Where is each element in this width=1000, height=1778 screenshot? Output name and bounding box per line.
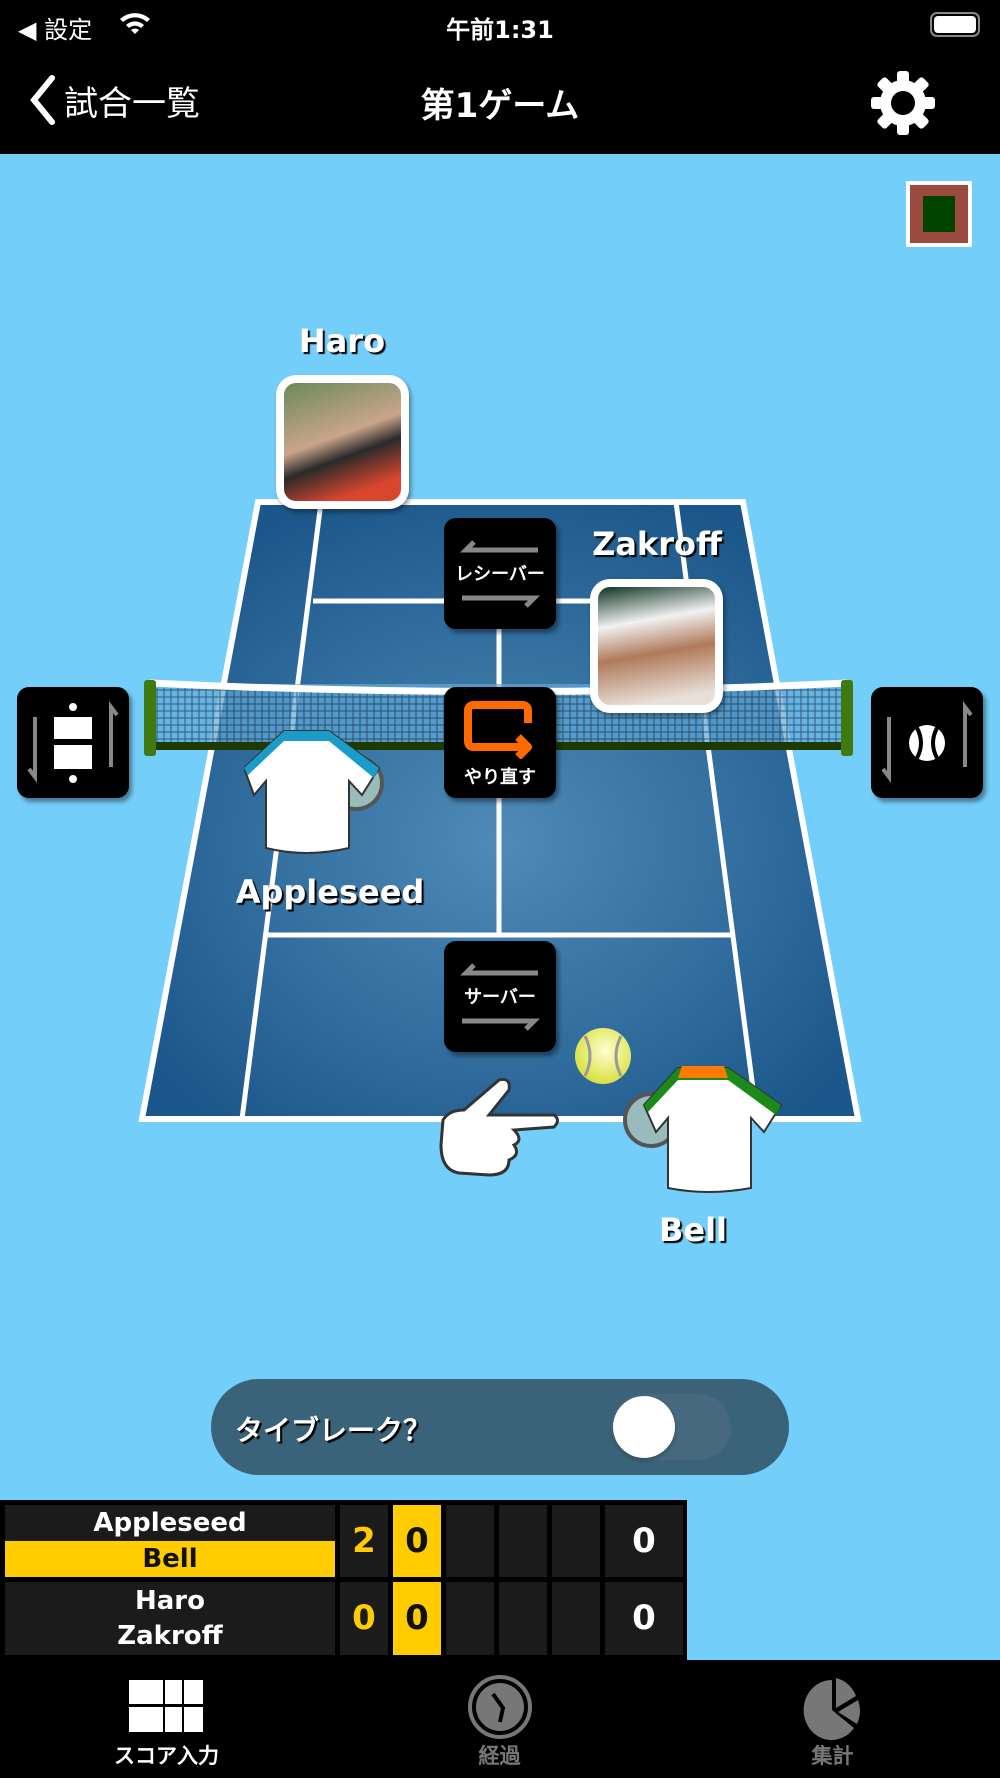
swap-court-icon — [27, 701, 119, 783]
receiver-label: レシーバー — [455, 564, 545, 585]
back-label: 試合一覧 — [64, 83, 200, 124]
player-shirt-bell[interactable] — [616, 1060, 786, 1195]
clock: 午前1:31 — [446, 16, 554, 44]
player-name-haro: Haro — [298, 322, 386, 360]
player-name-serving: Bell — [5, 1541, 335, 1577]
tab-bar: スコア入力 経過 集計 — [0, 1660, 1000, 1778]
team-2-set-4 — [499, 1582, 547, 1655]
swap-ball-icon — [881, 701, 973, 783]
team-1-set-2: 0 — [393, 1505, 441, 1577]
team-2-set-3 — [446, 1582, 494, 1655]
tab-label: 経過 — [478, 1744, 521, 1768]
player-name-appleseed: Appleseed — [235, 873, 425, 911]
team-1-points: 0 — [605, 1505, 683, 1577]
page-title: 第1ゲーム — [420, 86, 580, 126]
player-name: Appleseed — [93, 1508, 247, 1538]
battery-icon — [930, 12, 980, 37]
player-photo-zakroff[interactable] — [590, 579, 723, 713]
team-2-points: 0 — [605, 1582, 683, 1655]
redo-label: やり直す — [464, 767, 536, 788]
tab-progress[interactable]: 経過 — [333, 1660, 666, 1778]
swap-receiver-button[interactable]: レシーバー — [444, 518, 556, 629]
swap-server-button[interactable]: サーバー — [444, 941, 556, 1052]
tab-label: スコア入力 — [114, 1744, 219, 1768]
top-bar: ◀ 設定 午前1:31 試合一覧 第1ゲーム — [0, 0, 1000, 154]
team-2-set-2: 0 — [393, 1582, 441, 1655]
team-2-names: Haro Zakroff — [5, 1582, 335, 1655]
team-1-names: Appleseed Bell — [5, 1505, 335, 1577]
tab-score-input[interactable]: スコア入力 — [0, 1660, 333, 1778]
toggle-knob — [613, 1396, 675, 1458]
swap-ball-side-button[interactable] — [871, 687, 983, 798]
gear-icon[interactable] — [870, 70, 936, 136]
player-shirt-appleseed[interactable] — [244, 723, 404, 855]
player-name: Zakroff — [117, 1621, 223, 1651]
back-app-label: 設定 — [44, 16, 93, 44]
pie-chart-icon — [803, 1678, 860, 1740]
tiebreak-panel: タイブレーク？ — [211, 1379, 789, 1475]
player-photo-haro[interactable] — [276, 375, 409, 509]
player-name-bell: Bell — [658, 1211, 728, 1249]
team-1-set-1: 2 — [340, 1505, 388, 1577]
tennis-ball-icon — [575, 1028, 631, 1084]
team-2-set-5 — [552, 1582, 600, 1655]
player-name-zakroff: Zakroff — [592, 525, 722, 563]
tiebreak-toggle[interactable] — [611, 1394, 731, 1460]
swap-sides-button[interactable] — [17, 687, 129, 798]
player-name: Haro — [135, 1586, 205, 1616]
swap-arrows-icon — [460, 540, 540, 608]
redo-icon — [464, 701, 532, 759]
tab-label: 集計 — [811, 1744, 854, 1768]
team-1-set-4 — [499, 1505, 547, 1577]
wifi-icon — [120, 13, 150, 34]
back-to-app[interactable]: ◀ 設定 — [18, 16, 93, 44]
team-2-set-1: 0 — [340, 1582, 388, 1655]
team-1-set-5 — [552, 1505, 600, 1577]
tab-stats[interactable]: 集計 — [666, 1660, 999, 1778]
server-label: サーバー — [464, 987, 536, 1008]
pointing-hand-icon — [439, 1078, 559, 1177]
clock-icon — [468, 1675, 532, 1739]
chevron-left-icon — [30, 75, 55, 125]
swap-arrows-icon — [460, 963, 540, 1031]
redo-button[interactable]: やり直す — [444, 687, 556, 798]
tiebreak-label: タイブレーク？ — [235, 1414, 432, 1447]
court-color-button[interactable] — [906, 181, 972, 247]
scoreboard: Appleseed Bell 2 0 0 Haro Zakroff 0 0 0 — [0, 1500, 687, 1660]
back-button[interactable]: 試合一覧 — [28, 74, 200, 126]
grid-icon — [129, 1680, 203, 1732]
team-1-set-3 — [446, 1505, 494, 1577]
